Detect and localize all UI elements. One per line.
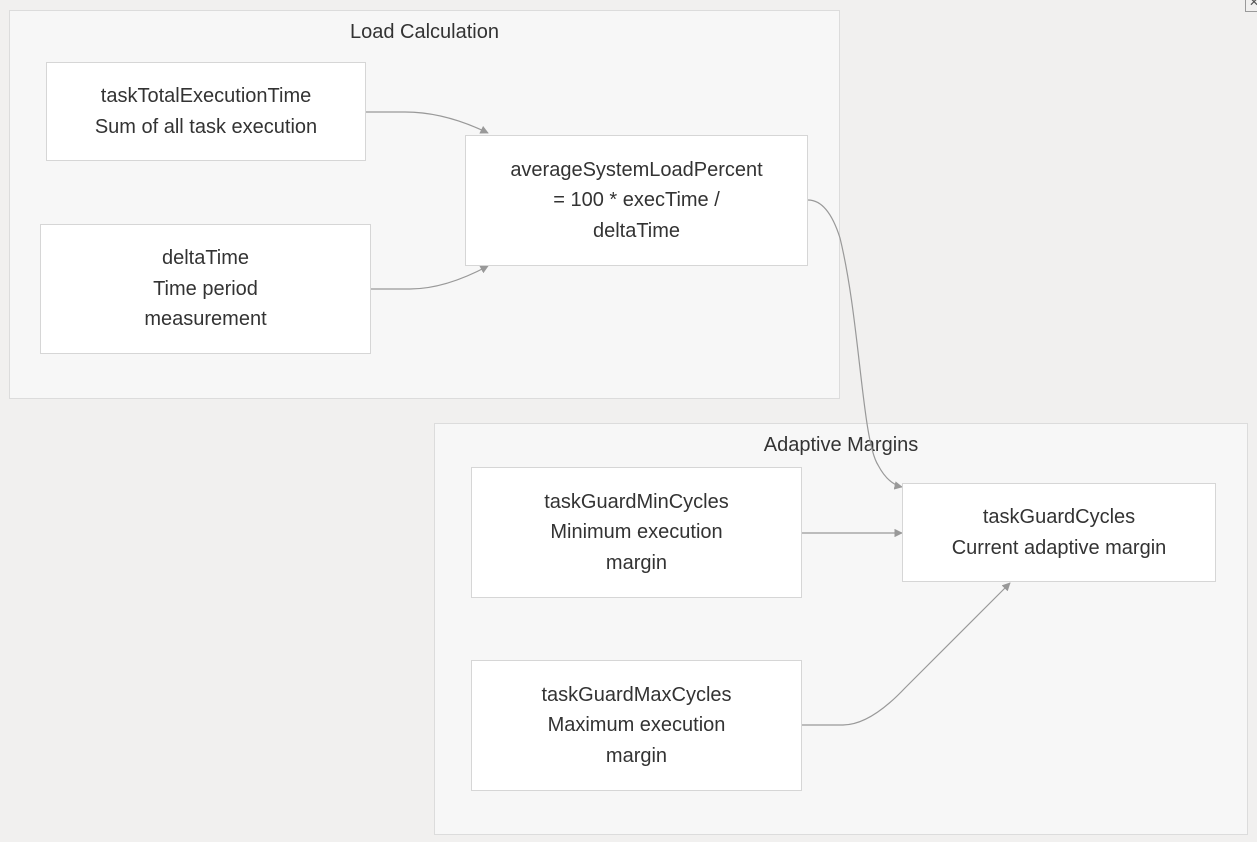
node-description: Time period: [153, 277, 258, 300]
close-icon[interactable]: ✕: [1245, 0, 1257, 12]
node-average-system-load-percent: averageSystemLoadPercent = 100 * execTim…: [465, 135, 808, 266]
node-description: margin: [605, 744, 668, 767]
node-formula: = 100 * execTime /: [553, 189, 720, 212]
node-title: taskTotalExecutionTime: [100, 85, 312, 107]
cluster-title: Adaptive Margins: [763, 434, 919, 456]
node-title: taskGuardCycles: [982, 506, 1136, 528]
node-description: Current adaptive margin: [951, 536, 1167, 559]
cluster-title: Load Calculation: [350, 21, 499, 43]
node-task-guard-max-cycles: taskGuardMaxCycles Maximum execution mar…: [471, 660, 802, 791]
node-description: margin: [605, 551, 668, 574]
node-title: taskGuardMinCycles: [544, 490, 729, 513]
node-task-guard-min-cycles: taskGuardMinCycles Minimum execution mar…: [471, 467, 802, 598]
node-description: Maximum execution: [547, 714, 726, 737]
node-description: measurement: [144, 308, 267, 331]
node-task-guard-cycles: taskGuardCycles Current adaptive margin: [902, 483, 1216, 582]
node-formula: deltaTime: [592, 219, 681, 242]
node-title: taskGuardMaxCycles: [541, 683, 732, 706]
node-description: Minimum execution: [550, 521, 723, 544]
node-delta-time: deltaTime Time period measurement: [40, 224, 371, 354]
node-title: averageSystemLoadPercent: [510, 158, 763, 181]
node-title: deltaTime: [161, 247, 250, 270]
node-description: Sum of all task execution: [94, 115, 318, 138]
node-task-total-execution-time: taskTotalExecutionTime Sum of all task e…: [46, 62, 366, 161]
